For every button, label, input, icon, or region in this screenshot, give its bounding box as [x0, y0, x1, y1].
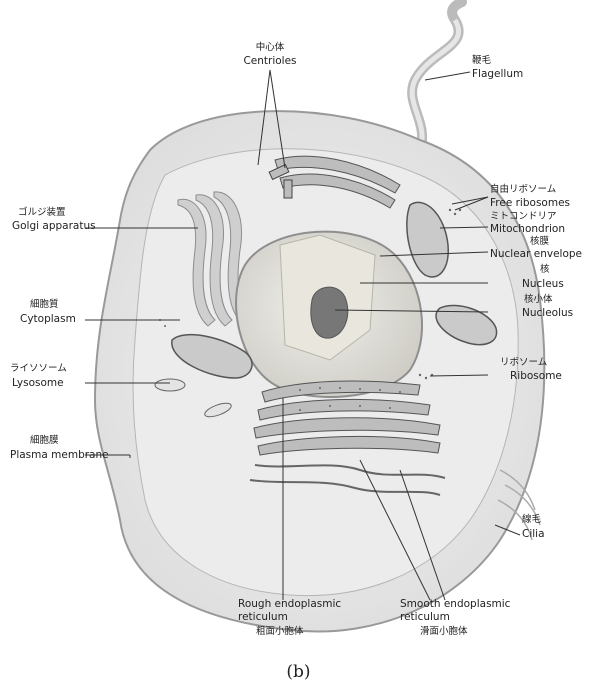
- label-nuclear-envelope-en: Nuclear envelope: [490, 248, 582, 260]
- label-nucleus-en: Nucleus: [522, 278, 564, 290]
- label-rough-er-jp: 粗面小胞体: [256, 625, 304, 637]
- label-mitochondrion-en: Mitochondrion: [490, 223, 565, 235]
- label-cilia-en: Cilia: [522, 528, 545, 540]
- label-cytoplasm-jp: 細胞質: [30, 298, 59, 310]
- label-cytoplasm-en: Cytoplasm: [20, 313, 76, 325]
- nucleolus: [311, 287, 348, 338]
- label-nucleolus-jp: 核小体: [524, 293, 553, 305]
- label-flagellum-jp: 鞭毛: [472, 54, 492, 66]
- label-nuclear-envelope-jp: 核膜: [530, 235, 550, 247]
- label-smooth-er-jp: 滑面小胞体: [420, 625, 468, 637]
- label-nucleolus-en: Nucleolus: [522, 307, 573, 319]
- label-plasma-membrane-jp: 細胞膜: [30, 434, 59, 446]
- label-free-ribosomes-jp: 自由リボソーム: [490, 183, 556, 195]
- label-rough-er-en1: Rough endoplasmic: [238, 598, 341, 610]
- label-rough-er-en2: reticulum: [238, 611, 288, 623]
- label-centrioles-jp: 中心体: [256, 41, 285, 53]
- figure-caption: (b): [0, 662, 597, 682]
- label-plasma-membrane-en: Plasma membrane: [10, 449, 109, 461]
- label-smooth-er-en2: reticulum: [400, 611, 450, 623]
- label-ribosome-jp: リボソーム: [500, 357, 547, 368]
- label-lysosome-jp: ライソソーム: [10, 363, 67, 374]
- nucleus: [236, 232, 422, 397]
- label-smooth-er-en1: Smooth endoplasmic: [400, 598, 511, 610]
- label-golgi-en: Golgi apparatus: [12, 220, 96, 232]
- label-free-ribosomes-en: Free ribosomes: [490, 197, 570, 209]
- label-mitochondrion-jp: ミトコンドリア: [490, 211, 557, 222]
- label-golgi-jp: ゴルジ装置: [18, 206, 66, 218]
- label-ribosome-en: Ribosome: [510, 370, 562, 382]
- label-centrioles-en: Centrioles: [243, 55, 296, 67]
- label-nucleus-jp: 核: [540, 263, 550, 275]
- label-flagellum-en: Flagellum: [472, 68, 523, 80]
- label-lysosome-en: Lysosome: [12, 377, 64, 389]
- label-cilia-jp: 線毛: [522, 513, 542, 525]
